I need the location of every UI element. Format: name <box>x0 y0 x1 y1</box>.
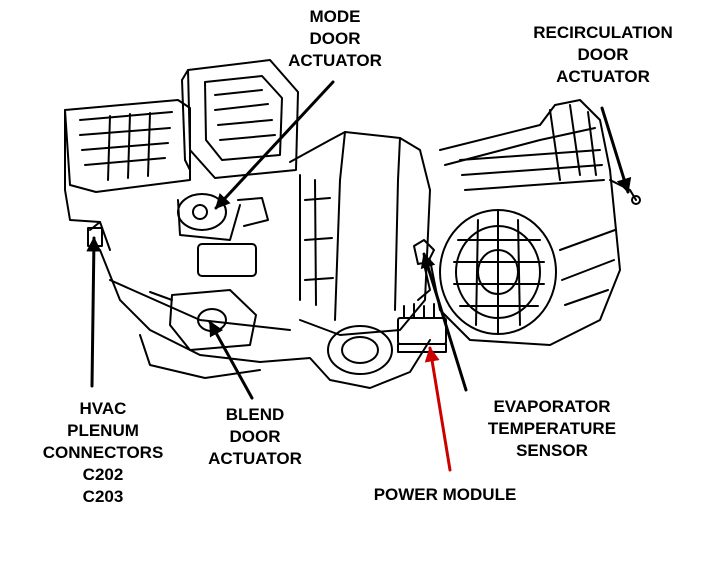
plenum-connector-leader-arrow <box>86 236 102 388</box>
label-line: RECIRCULATION <box>533 23 673 42</box>
blend-door-leader-arrow <box>208 320 254 400</box>
label-line: ACTUATOR <box>288 51 382 70</box>
center-case <box>289 131 431 336</box>
label-line: ACTUATOR <box>208 449 302 468</box>
label-line: C203 <box>82 487 124 506</box>
label-line: C202 <box>82 465 124 484</box>
mode-door-leader-arrow <box>214 80 335 210</box>
evaporator-temperature-sensor-label: EVAPORATOR TEMPERATURE SENSOR <box>462 396 642 462</box>
label-line: TEMPERATURE <box>487 419 617 438</box>
left-plenum-housing <box>64 99 191 251</box>
evaporator-sensor-leader-arrow <box>420 252 468 392</box>
label-line: BLEND <box>225 405 285 424</box>
mode-door-outlet <box>181 59 299 179</box>
blend-door-actuator-label: BLEND DOOR ACTUATOR <box>190 404 320 470</box>
label-line: ACTUATOR <box>556 67 650 86</box>
label-line: DOOR <box>577 45 629 64</box>
label-line: EVAPORATOR <box>493 397 611 416</box>
label-line: DOOR <box>309 29 361 48</box>
mode-door-actuator-part <box>177 193 269 241</box>
lower-heater-section <box>99 243 431 389</box>
power-module-leader-arrow <box>424 346 452 472</box>
power-module-part <box>397 303 447 353</box>
label-line: POWER MODULE <box>373 485 517 504</box>
mode-door-actuator-label: MODE DOOR ACTUATOR <box>270 6 400 72</box>
hvac-plenum-connectors-label: HVAC PLENUM CONNECTORS C202 C203 <box>28 398 178 508</box>
label-line: PLENUM <box>67 421 139 440</box>
label-line: MODE <box>309 7 361 26</box>
recirculation-door-leader-arrow <box>600 106 632 194</box>
label-line: CONNECTORS <box>42 443 164 462</box>
label-line: DOOR <box>229 427 281 446</box>
label-line: SENSOR <box>516 441 588 460</box>
blower-housing <box>429 99 641 346</box>
recirculation-door-actuator-label: RECIRCULATION DOOR ACTUATOR <box>508 22 698 88</box>
label-line: HVAC <box>79 399 127 418</box>
power-module-label: POWER MODULE <box>350 484 540 506</box>
